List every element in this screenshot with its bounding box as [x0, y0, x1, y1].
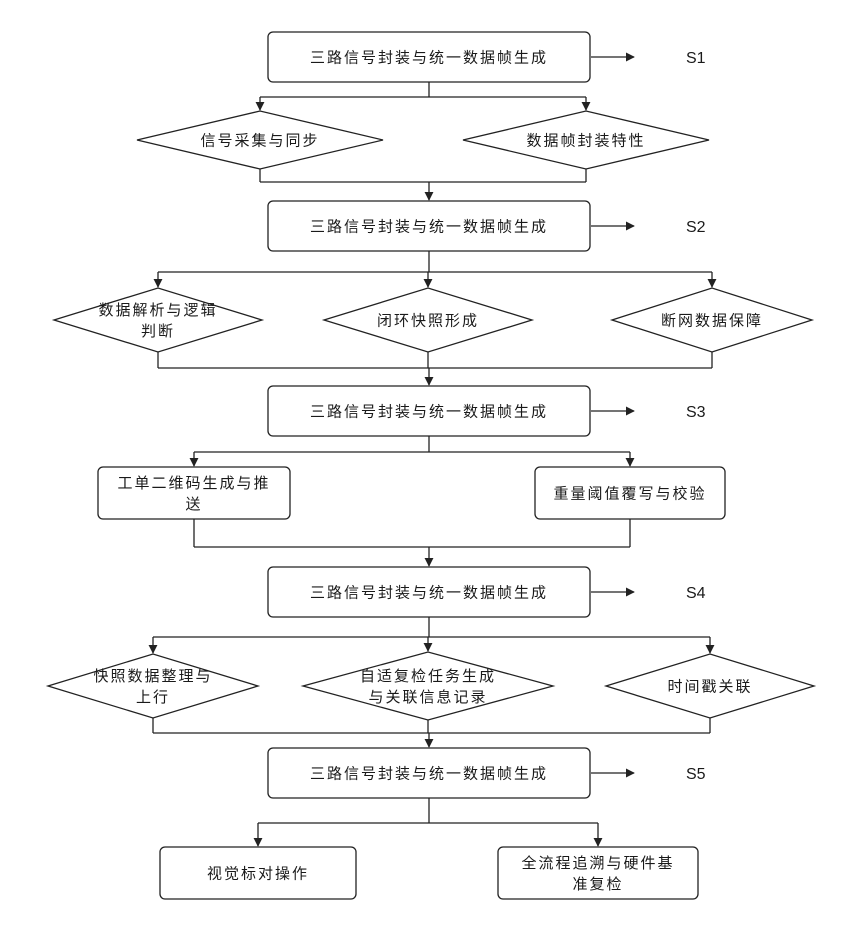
substep-s1-2-line-1: 数据帧封装特性	[526, 131, 645, 149]
process-box-s3-label: 三路信号封装与统一数据帧生成	[310, 403, 548, 421]
substep-s3-1-line-1: 工单二维码生成与推	[117, 474, 270, 492]
substep-s1-1: 信号采集与同步	[137, 111, 383, 169]
substep-s4-2: 自适复检任务生成与关联信息记录	[303, 652, 553, 720]
process-box-s4-label: 三路信号封装与统一数据帧生成	[310, 584, 548, 602]
connector-lines	[153, 57, 712, 846]
step-label-group-s2: S2	[686, 219, 706, 236]
substep-s2-3: 断网数据保障	[612, 288, 812, 352]
substep-s5-2: 全流程追溯与硬件基准复检	[498, 847, 698, 899]
step-label-s5: S5	[686, 766, 706, 783]
substep-s2-2-line-1: 闭环快照形成	[377, 311, 479, 329]
step-label-group-s1: S1	[686, 50, 706, 67]
flow-nodes: 三路信号封装与统一数据帧生成S1信号采集与同步数据帧封装特性三路信号封装与统一数…	[48, 32, 814, 899]
decision-diamond-s4-2	[303, 652, 553, 720]
substep-s4-2-line-2: 与关联信息记录	[368, 688, 487, 706]
process-box-s4: 三路信号封装与统一数据帧生成	[268, 567, 590, 617]
process-box-s1: 三路信号封装与统一数据帧生成	[268, 32, 590, 82]
substep-s4-1-line-2: 上行	[136, 688, 170, 706]
substep-s3-2-line-1: 重量阈值覆写与校验	[553, 484, 706, 502]
step-label-s2: S2	[686, 219, 706, 236]
substep-s4-2-line-1: 自适复检任务生成	[360, 667, 496, 685]
process-box-s2: 三路信号封装与统一数据帧生成	[268, 201, 590, 251]
step-label-s3: S3	[686, 404, 706, 421]
process-box-s1-label: 三路信号封装与统一数据帧生成	[310, 49, 548, 67]
step-label-s4: S4	[686, 585, 706, 602]
substep-s4-3-line-1: 时间戳关联	[667, 677, 752, 695]
decision-diamond-s2-1	[54, 288, 262, 352]
process-box-s5: 三路信号封装与统一数据帧生成	[268, 748, 590, 798]
substep-s2-2: 闭环快照形成	[324, 288, 532, 352]
substep-s1-2: 数据帧封装特性	[463, 111, 709, 169]
substep-s5-1: 视觉标对操作	[160, 847, 356, 899]
substep-s2-3-line-1: 断网数据保障	[661, 311, 763, 329]
substep-s3-1-line-2: 送	[185, 495, 202, 513]
decision-diamond-s4-1	[48, 654, 258, 718]
step-label-group-s3: S3	[686, 404, 706, 421]
process-box-s5-label: 三路信号封装与统一数据帧生成	[310, 765, 548, 783]
substep-s4-1: 快照数据整理与上行	[48, 654, 258, 718]
substep-s5-2-line-1: 全流程追溯与硬件基	[521, 854, 674, 872]
process-box-s3: 三路信号封装与统一数据帧生成	[268, 386, 590, 436]
process-box-s2-label: 三路信号封装与统一数据帧生成	[310, 218, 548, 236]
substep-s1-1-line-1: 信号采集与同步	[200, 131, 319, 149]
step-label-group-s5: S5	[686, 766, 706, 783]
substep-s4-3: 时间戳关联	[606, 654, 814, 718]
substep-s3-2: 重量阈值覆写与校验	[535, 467, 725, 519]
substep-s2-1-line-2: 判断	[141, 322, 175, 340]
substep-s5-1-line-1: 视觉标对操作	[207, 864, 309, 882]
substep-s5-2-line-2: 准复检	[572, 875, 623, 893]
substep-s4-1-line-1: 快照数据整理与	[93, 667, 212, 685]
substep-s2-1: 数据解析与逻辑判断	[54, 288, 262, 352]
step-label-group-s4: S4	[686, 585, 706, 602]
substep-s3-1: 工单二维码生成与推送	[98, 467, 290, 519]
step-label-s1: S1	[686, 50, 706, 67]
substep-s2-1-line-1: 数据解析与逻辑	[98, 301, 217, 319]
